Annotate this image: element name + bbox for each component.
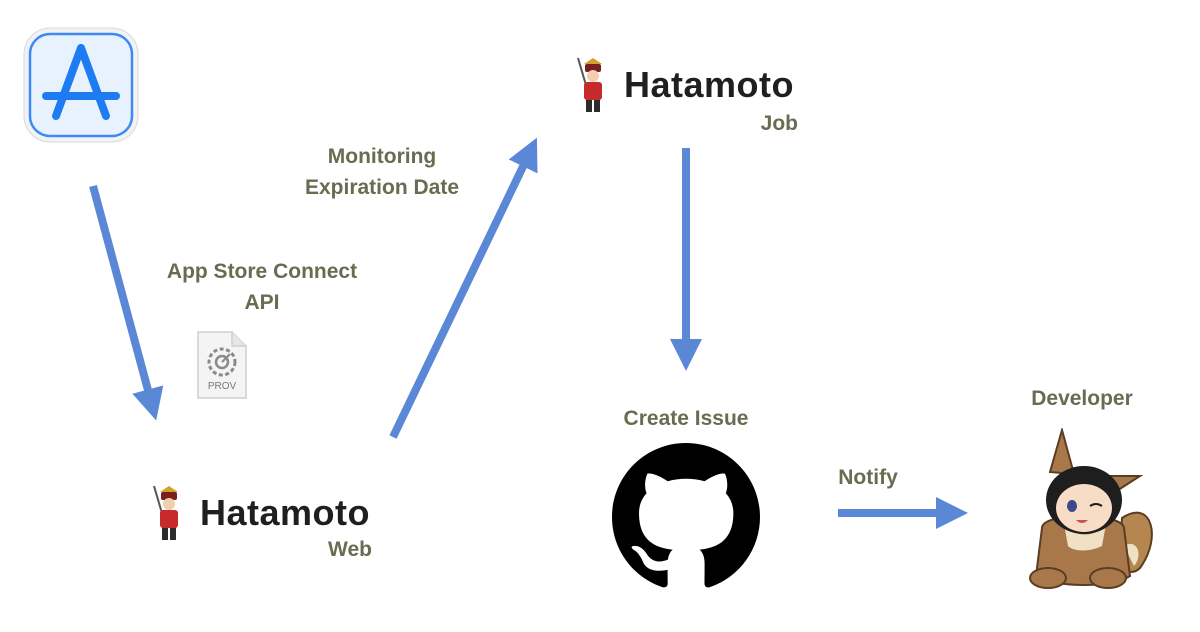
api-label-line-2: API <box>142 287 382 318</box>
file-icon-text: PROV <box>196 381 248 392</box>
provisioning-profile-file-icon: PROV <box>196 330 248 400</box>
notify-label: Notify <box>818 462 918 493</box>
web-subtitle: Web <box>274 538 372 562</box>
job-title: Hatamoto <box>624 64 794 106</box>
web-title: Hatamoto <box>200 492 370 534</box>
github-icon <box>612 443 760 591</box>
api-label: App Store Connect API <box>142 256 382 318</box>
api-label-line-1: App Store Connect <box>142 256 382 287</box>
developer-label: Developer <box>992 383 1172 414</box>
samurai-mascot-icon <box>574 54 612 116</box>
monitoring-label-line-1: Monitoring <box>282 141 482 172</box>
samurai-mascot-icon <box>150 482 188 544</box>
create-issue-label: Create Issue <box>586 403 786 434</box>
job-subtitle: Job <box>700 112 798 136</box>
developer-character-icon <box>1012 428 1162 592</box>
monitoring-label-line-2: Expiration Date <box>282 172 482 203</box>
app-store-connect-icon <box>22 26 140 144</box>
monitoring-label: Monitoring Expiration Date <box>282 141 482 203</box>
